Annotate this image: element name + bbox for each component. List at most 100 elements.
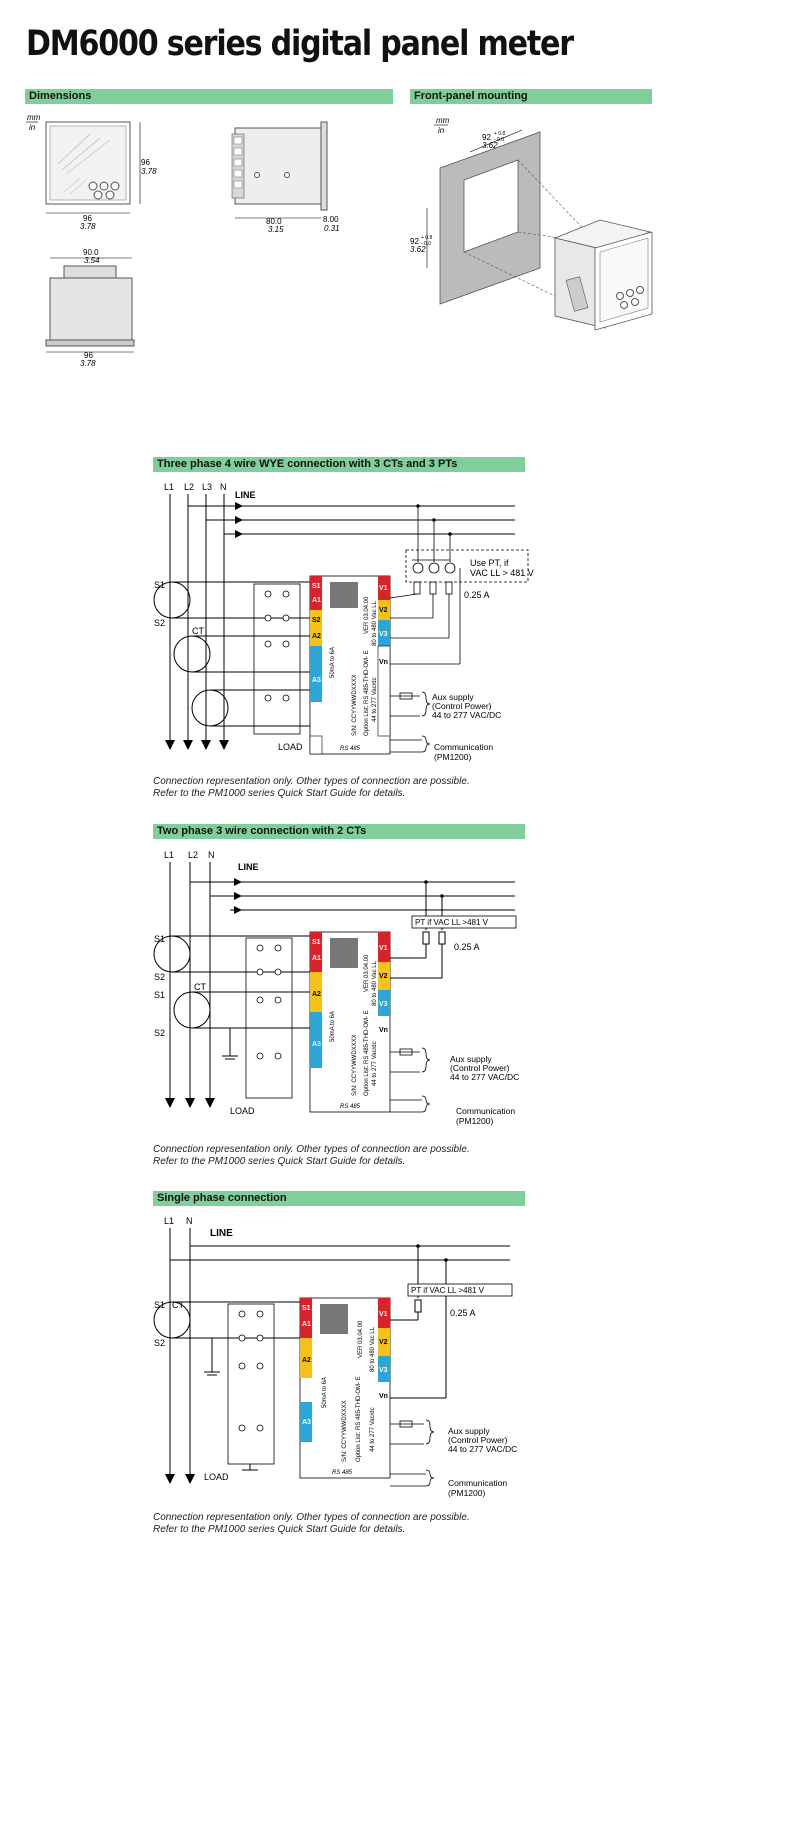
svg-text:S2: S2: [154, 1338, 165, 1348]
svg-text:50mA to 6A: 50mA to 6A: [330, 1011, 336, 1042]
svg-text:V1: V1: [379, 585, 388, 592]
svg-text:S2: S2: [154, 972, 165, 982]
svg-text:(Control Power): (Control Power): [450, 1063, 510, 1073]
svg-text:N: N: [186, 1216, 193, 1226]
svg-text:V1: V1: [379, 945, 388, 952]
meter-top-view: [45, 265, 135, 347]
svg-text:A2: A2: [312, 633, 321, 640]
svg-text:A2: A2: [302, 1357, 311, 1364]
svg-text:44 to 277 VAC/DC: 44 to 277 VAC/DC: [448, 1444, 517, 1454]
bezel-in: 0.31: [324, 224, 340, 233]
bottom-width-in: 3.78: [80, 359, 96, 368]
single-phase-wiring-diagram: L1 N LINE PT if VAC LL >481 V 0.25 A S1 …: [153, 1216, 517, 1498]
shorting-block: [245, 937, 293, 1099]
svg-text:S/N: CCYYWWDXXXX: S/N: CCYYWWDXXXX: [352, 1034, 358, 1096]
pt-box: [405, 549, 529, 583]
line-label: LINE: [235, 490, 256, 500]
mount-unit-in: in: [438, 126, 445, 135]
svg-text:V1: V1: [379, 1311, 388, 1318]
l2-label: L2: [184, 482, 194, 492]
svg-text:V3: V3: [379, 1001, 388, 1008]
svg-text:Option List: RS 485-THD-OM- E: Option List: RS 485-THD-OM- E: [364, 650, 370, 736]
svg-text:Aux supply: Aux supply: [450, 1054, 492, 1064]
svg-text:A1: A1: [312, 597, 321, 604]
svg-text:S2: S2: [154, 618, 165, 628]
svg-text:A1: A1: [302, 1321, 311, 1328]
svg-text:(PM1200): (PM1200): [434, 752, 471, 762]
svg-text:CT: CT: [194, 982, 206, 992]
pt-if-label: PT if VAC LL >481 V: [415, 918, 489, 927]
svg-text:S1: S1: [154, 580, 165, 590]
svg-text:VER 03.04.00: VER 03.04.00: [364, 954, 370, 992]
meter-side-view: [231, 121, 328, 211]
unit-mm-label: mm: [27, 113, 41, 122]
mount-unit-mm: mm: [436, 116, 450, 125]
dimensions-drawing: mm in 96 3.78 96 3.78 80.0 3.15 8.00 0.3: [26, 113, 340, 368]
section-wye-connection: Three phase 4 wire WYE connection with 3…: [153, 457, 525, 472]
section-dimensions: Dimensions: [25, 89, 393, 104]
svg-text:S1: S1: [154, 990, 165, 1000]
page-title: DM6000 series digital panel meter: [26, 24, 574, 64]
svg-text:+ 0.8: + 0.8: [421, 235, 432, 241]
svg-text:LOAD: LOAD: [230, 1106, 255, 1116]
l3-label: L3: [202, 482, 212, 492]
meter-perspective: [553, 219, 653, 331]
svg-text:S1: S1: [312, 583, 321, 590]
svg-text:L1: L1: [164, 850, 174, 860]
communication-label: Communication: [434, 742, 493, 752]
wye-note: Connection representation only. Other ty…: [153, 776, 470, 799]
shorting-block: [227, 1303, 275, 1465]
single-phase-note: Connection representation only. Other ty…: [153, 1512, 470, 1535]
svg-text:(Control Power): (Control Power): [448, 1435, 508, 1445]
svg-text:L2: L2: [188, 850, 198, 860]
svg-text:A2: A2: [312, 991, 321, 998]
svg-text:S/N: CCYYWWDXXXX: S/N: CCYYWWDXXXX: [352, 674, 358, 736]
svg-text:Option List: RS 485-THD-OM- E: Option List: RS 485-THD-OM- E: [364, 1010, 370, 1096]
shorting-block: [253, 583, 301, 735]
cutout-height-in: 3.62: [410, 245, 426, 254]
svg-text:A3: A3: [302, 1419, 311, 1426]
svg-text:A3: A3: [312, 1041, 321, 1048]
svg-text:RS 485: RS 485: [340, 746, 361, 752]
section-two-phase-connection: Two phase 3 wire connection with 2 CTs: [153, 824, 525, 839]
svg-text:S2: S2: [312, 617, 321, 624]
meter-front-view: [45, 121, 131, 205]
svg-text:0.25 A: 0.25 A: [454, 942, 480, 952]
svg-text:Vn: Vn: [379, 659, 388, 666]
svg-text:Communication: Communication: [456, 1106, 515, 1116]
use-pt-label-2: VAC LL > 481 V: [470, 568, 534, 578]
section-front-panel-mounting: Front-panel mounting: [410, 89, 652, 104]
svg-text:Vn: Vn: [379, 1393, 388, 1400]
svg-text:V2: V2: [379, 607, 388, 614]
cutout-width-in: 3.62: [482, 141, 498, 150]
bottom-width-mm: 96: [84, 351, 93, 360]
top-width-in: 3.54: [84, 256, 100, 265]
svg-text:V2: V2: [379, 973, 388, 980]
svg-text:44 to 277 Vac/dc: 44 to 277 Vac/dc: [370, 1407, 376, 1452]
bezel-mm: 8.00: [323, 215, 339, 224]
unit-in-label: in: [29, 123, 36, 132]
svg-text:A3: A3: [312, 677, 321, 684]
svg-text:RS 485: RS 485: [332, 1470, 353, 1476]
svg-text:80 to 480 Vac LL: 80 to 480 Vac LL: [372, 600, 378, 646]
mounting-drawing: mm in 92 + 0.8 - 0.0 3.62 92 + 0.8 - 0.0…: [410, 116, 653, 331]
side-depth-mm: 80.0: [266, 217, 282, 226]
svg-text:S/N: CCYYWWDXXXX: S/N: CCYYWWDXXXX: [342, 1400, 348, 1462]
svg-text:V3: V3: [379, 631, 388, 638]
svg-text:N: N: [208, 850, 215, 860]
svg-text:V2: V2: [379, 1339, 388, 1346]
svg-text:(PM1200): (PM1200): [448, 1488, 485, 1498]
svg-text:L1: L1: [164, 1216, 174, 1226]
svg-text:+ 0.8: + 0.8: [494, 131, 505, 137]
two-phase-wiring-diagram: L1 L2 N LINE PT if VAC LL >481 V 0.25 A …: [153, 850, 519, 1126]
meter-terminal-block: S1 A1 A2 A3 V1 V2 V3 Vn S/N: CCYYWWDXXXX…: [309, 931, 391, 1113]
meter-terminal-block: S1 A1 A2 A3 V1 V2 V3 Vn S/N: CCYYWWDXXXX…: [299, 1297, 391, 1479]
n-label: N: [220, 482, 227, 492]
svg-text:Aux supply: Aux supply: [448, 1426, 490, 1436]
svg-text:(PM1200): (PM1200): [456, 1116, 493, 1126]
svg-text:50mA to 6A: 50mA to 6A: [322, 1377, 328, 1408]
svg-text:PT if VAC LL >481 V: PT if VAC LL >481 V: [411, 1286, 485, 1295]
svg-text:VER 03.04.00: VER 03.04.00: [358, 1320, 364, 1358]
svg-text:S1: S1: [302, 1305, 311, 1312]
use-pt-label: Use PT, if: [470, 558, 509, 568]
